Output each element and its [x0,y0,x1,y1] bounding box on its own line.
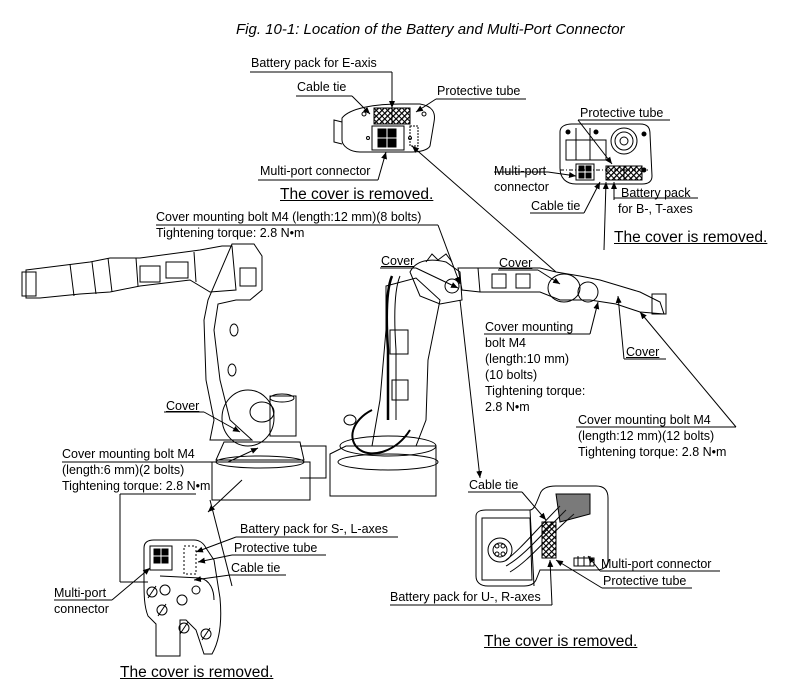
callout-forearm-line2: bolt M4 [485,336,526,350]
label-cover-wrist: Cover [626,345,660,359]
label-cable-tie-e-axis: Cable tie [297,80,347,94]
callout-wrist-line1: Cover mounting bolt M4 [578,413,711,427]
label-multi-port-connector-e-axis: Multi-port connector [260,164,371,178]
label-protective-tube-e-axis: Protective tube [437,84,521,98]
detail-bt-axes-drawing [559,123,653,185]
callout-forearm-line3: (length:10 mm) [485,352,570,366]
caption-cover-removed-e-axis: The cover is removed. [280,186,434,203]
callout-base-line3: Tightening torque: 2.8 N•m [62,479,211,493]
label-cable-tie-ur: Cable tie [469,478,519,492]
label-cover-base: Cover [166,399,200,413]
callout-forearm-line4: (10 bolts) [485,368,538,382]
callout-forearm-line5: Tightening torque: [485,384,586,398]
label-protective-tube-sl: Protective tube [234,541,318,555]
label-cable-tie-bt: Cable tie [531,199,581,213]
label-protective-tube-bt: Protective tube [580,106,664,120]
label-battery-pack-sl: Battery pack for S-, L-axes [240,522,388,536]
callout-forearm-line6: 2.8 N•m [485,400,530,414]
left-robot-drawing [21,243,327,501]
callout-wrist-line2: (length:12 mm)(12 bolts) [578,429,715,443]
caption-cover-removed-bt: The cover is removed. [614,229,768,246]
label-battery-pack-e-axis: Battery pack for E-axis [251,56,377,70]
figure-title: Fig. 10-1: Location of the Battery and M… [236,21,625,38]
detail-ur-axes-drawing [475,485,609,587]
caption-cover-removed-sl: The cover is removed. [120,664,274,681]
label-multi-port-connector-ur: Multi-port connector [601,557,712,571]
leader-lines [54,71,737,606]
label-cover-j3: Cover [381,254,415,268]
caption-cover-removed-ur: The cover is removed. [484,633,638,650]
callout-base-line1: Cover mounting bolt M4 [62,447,195,461]
label-multi-port-bt-line1: Multi-port [494,164,547,178]
callout-base-line2: (length:6 mm)(2 bolts) [62,463,185,477]
detail-sl-axes-drawing [143,539,222,657]
label-battery-pack-bt-line1: Battery pack [621,186,691,200]
callout-wrist-line3: Tightening torque: 2.8 N•m [578,445,727,459]
label-cable-tie-sl: Cable tie [231,561,281,575]
detail-e-axis-drawing [333,103,435,153]
callout-upper-line2: Tightening torque: 2.8 N•m [156,226,305,240]
label-multi-port-sl-line1: Multi-port [54,586,107,600]
label-multi-port-sl-line2: connector [54,602,109,616]
center-robot-drawing [329,253,667,497]
label-battery-pack-bt-line2: for B-, T-axes [618,202,693,216]
callout-forearm-line1: Cover mounting [485,320,574,334]
callout-upper-line1: Cover mounting bolt M4 (length:12 mm)(8 … [156,210,422,224]
label-battery-pack-ur: Battery pack for U-, R-axes [390,590,541,604]
label-multi-port-bt-line2: connector [494,180,549,194]
label-protective-tube-ur: Protective tube [603,574,687,588]
label-cover-forearm: Cover [499,256,533,270]
